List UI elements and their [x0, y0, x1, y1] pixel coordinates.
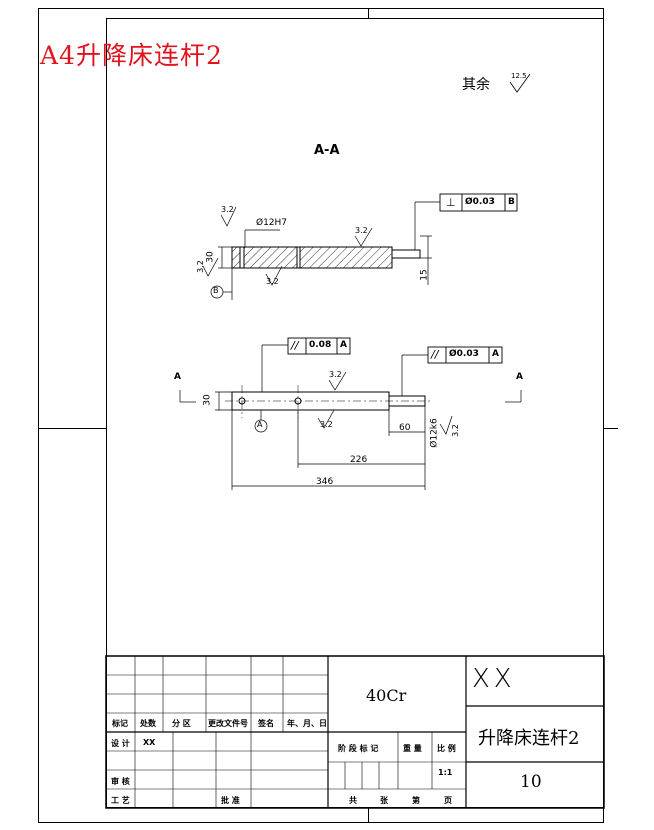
section-roughness-top-mid: 3.2: [355, 226, 368, 235]
surface-note-roughness: 12.5: [511, 72, 527, 80]
surface-note-label: 其余: [462, 77, 490, 93]
tb-weight-header: 重 量: [403, 744, 422, 753]
tb-header-count: 处数: [140, 719, 156, 728]
main-roughness-bottom: 3.2: [320, 420, 333, 429]
tb-scale-value: 1:1: [438, 768, 453, 777]
tb-approve-label: 批 准: [221, 796, 240, 805]
main-datum-label: A: [257, 420, 263, 429]
main-fcf2-symbol: //: [431, 348, 439, 361]
tb-review-label: 审 核: [111, 777, 130, 786]
tb-design-label: 设 计: [111, 739, 130, 748]
main-roughness-right: 3.2: [450, 424, 460, 437]
main-fcf1-datum: A: [340, 340, 347, 350]
main-fcf1-symbol: //: [291, 339, 299, 352]
main-roughness-top: 3.2: [329, 370, 342, 379]
main-fcf2-datum: A: [492, 349, 499, 359]
tb-sheet-no: 第: [412, 796, 420, 805]
section-view-dims: [202, 201, 440, 300]
tb-header-date: 年、月、日: [287, 719, 327, 728]
section-tip-dim: 15: [419, 269, 430, 281]
tb-header-change-doc: 更改文件号: [208, 719, 248, 728]
title-block-grid: [105, 655, 605, 809]
tb-stage-header: 阶 段 标 记: [338, 744, 379, 753]
main-view-dims: [179, 344, 522, 490]
section-label: A-A: [314, 143, 340, 158]
center-tick-top: [368, 8, 369, 18]
tb-sheet-unit1: 张: [380, 796, 388, 805]
section-fcf-symbol: ⊥: [446, 196, 456, 209]
tb-sheet-total: 共: [349, 796, 357, 805]
dim-60: 60: [399, 423, 411, 433]
section-height-dim: 30: [205, 251, 216, 263]
section-datum-label: B: [213, 286, 219, 295]
tb-company: XX: [472, 664, 516, 694]
section-fcf-frame: [439, 193, 518, 212]
tb-design-value: XX: [143, 738, 156, 747]
center-tick-right: [604, 428, 618, 429]
section-bore-dim: Ø12H7: [256, 218, 288, 228]
overlay-title: A4升降床连杆2: [40, 41, 223, 70]
dim-346: 346: [316, 477, 334, 487]
section-roughness-bottom: 3.2: [266, 277, 279, 286]
main-height-dim: 30: [202, 394, 213, 406]
main-fcf1-value: 0.08: [309, 340, 332, 350]
section-roughness-top-left: 3.2: [221, 205, 234, 214]
center-tick-bottom: [368, 808, 369, 823]
tb-scale-header: 比 例: [437, 744, 456, 753]
section-view-body: [231, 246, 421, 269]
center-tick-left: [38, 428, 106, 429]
tb-material: 40Cr: [366, 686, 407, 705]
dim-226: 226: [350, 455, 368, 465]
roughness-symbol-general: [509, 73, 531, 93]
main-fcf-frames: [287, 337, 503, 364]
section-fcf-value: Ø0.03: [465, 197, 495, 207]
tb-drawing-no: 10: [520, 772, 542, 792]
tb-header-zone: 分 区: [172, 719, 191, 728]
tb-header-signature: 签名: [258, 719, 274, 728]
tb-header-mark: 标记: [112, 719, 128, 728]
section-arrow-right-label: A: [516, 372, 523, 382]
section-roughness-left: 3.2: [195, 260, 205, 273]
tb-process-label: 工 艺: [111, 796, 130, 805]
dim-diameter: Ø12k6: [429, 418, 440, 448]
main-fcf2-value: Ø0.03: [449, 349, 479, 359]
tb-part-name: 升降床连杆2: [478, 728, 580, 749]
section-arrow-left-label: A: [174, 372, 181, 382]
section-fcf-datum: B: [508, 197, 515, 207]
tb-sheet-unit2: 页: [444, 796, 452, 805]
